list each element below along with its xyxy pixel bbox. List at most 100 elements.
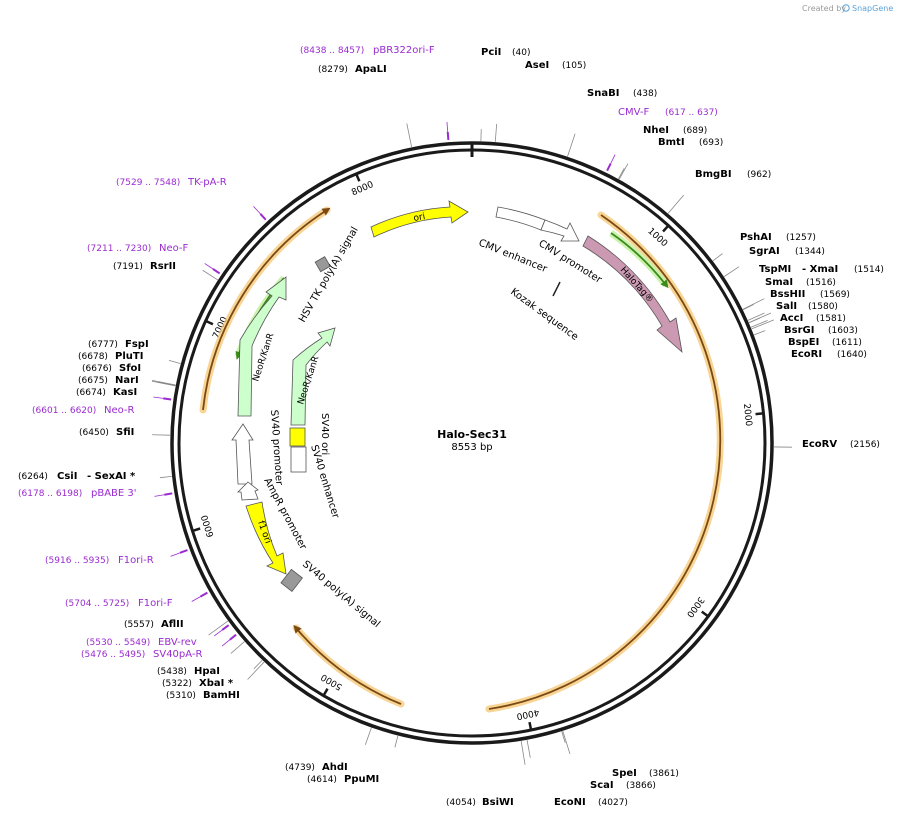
site-leader bbox=[159, 475, 172, 479]
site-pcii[interactable]: PciI(40) bbox=[481, 47, 530, 58]
svg-text:KasI: KasI bbox=[113, 387, 137, 398]
scale-label-4000: 4000 bbox=[515, 706, 540, 720]
primer-pbabe3[interactable]: (6178 .. 6198)pBABE 3' bbox=[18, 488, 137, 499]
svg-text:(962): (962) bbox=[747, 170, 771, 180]
site-kasi[interactable]: (6674)KasI bbox=[76, 387, 137, 398]
site-bmti[interactable]: BmtI(693) bbox=[658, 137, 723, 148]
feature-hsv-tk-polya[interactable] bbox=[314, 256, 331, 273]
site-bspei[interactable]: BspEI(1611) bbox=[788, 337, 862, 348]
svg-text:- XmaI: - XmaI bbox=[802, 264, 838, 275]
svg-text:SnaBI: SnaBI bbox=[587, 88, 619, 99]
site-leader bbox=[753, 330, 766, 336]
site-ecorv[interactable]: EcoRV(2156) bbox=[802, 439, 880, 450]
svg-text:(617 .. 637): (617 .. 637) bbox=[665, 108, 718, 118]
feature-neor-kanr-outer[interactable] bbox=[237, 276, 287, 417]
feature-cmv-enhancer[interactable] bbox=[495, 206, 546, 231]
primer-neo-r[interactable]: (6601 .. 6620)Neo-R bbox=[32, 405, 135, 416]
primer-neo-f[interactable]: (7211 .. 7230)Neo-F bbox=[87, 243, 189, 254]
primer-pbr322ori-f[interactable]: (8438 .. 8457)pBR322ori-F bbox=[300, 45, 435, 56]
site-csii[interactable]: (6264)CsiI- SexAI * bbox=[18, 471, 136, 482]
primer-mark bbox=[606, 163, 612, 172]
feature-sv40-ori[interactable] bbox=[289, 427, 306, 447]
site-nhei[interactable]: NheI(689) bbox=[643, 125, 707, 136]
site-tspmi[interactable]: TspMI- XmaI(1514) bbox=[759, 264, 884, 275]
svg-text:F1ori-R: F1ori-R bbox=[118, 555, 154, 566]
site-apali[interactable]: (8279)ApaLI bbox=[318, 64, 387, 75]
svg-text:(5704 .. 5725): (5704 .. 5725) bbox=[65, 599, 129, 609]
primer-f1ori-r[interactable]: (5916 .. 5935)F1ori-R bbox=[45, 555, 154, 566]
primer-sv40pa-r[interactable]: (5476 .. 5495)SV40pA-R bbox=[81, 649, 202, 660]
site-pluti[interactable]: (6678)PluTI bbox=[78, 351, 143, 362]
site-rsrii[interactable]: (7191)RsrII bbox=[113, 261, 176, 272]
primer-f1ori-f[interactable]: (5704 .. 5725)F1ori-F bbox=[65, 598, 173, 609]
site-sfoi[interactable]: (6676)SfoI bbox=[82, 363, 141, 374]
svg-text:(40): (40) bbox=[512, 48, 530, 58]
svg-text:AccI: AccI bbox=[780, 313, 803, 324]
site-leader bbox=[247, 661, 265, 680]
svg-text:(8438 .. 8457): (8438 .. 8457) bbox=[300, 46, 364, 56]
site-bmgbi[interactable]: BmgBI(962) bbox=[695, 169, 771, 180]
site-leader bbox=[750, 320, 768, 328]
site-ecori[interactable]: EcoRI(1640) bbox=[791, 349, 867, 360]
site-scai[interactable]: ScaI(3866) bbox=[590, 780, 656, 791]
svg-text:(6676): (6676) bbox=[82, 364, 112, 374]
svg-text:(689): (689) bbox=[683, 126, 707, 136]
site-leader bbox=[494, 123, 498, 142]
feature-cmv-promoter[interactable] bbox=[540, 219, 580, 242]
site-leader bbox=[526, 739, 531, 758]
watermark-prefix: Created by bbox=[802, 4, 846, 13]
svg-text:(5310): (5310) bbox=[166, 691, 196, 701]
feature-sv40-enhancer[interactable] bbox=[290, 446, 307, 473]
site-bsiwi[interactable]: (4054)BsiWI bbox=[446, 797, 514, 808]
site-leader bbox=[230, 641, 245, 654]
site-leader bbox=[567, 133, 576, 157]
primer-cmv-f[interactable]: CMV-F(617 .. 637) bbox=[618, 107, 718, 118]
site-nari[interactable]: (6675)NarI bbox=[78, 375, 139, 386]
svg-text:pBABE 3': pBABE 3' bbox=[91, 488, 137, 499]
feature-sv40-polya[interactable] bbox=[280, 568, 304, 592]
site-sali[interactable]: SalI(1580) bbox=[776, 301, 838, 312]
primer-leader bbox=[191, 596, 201, 602]
primer-ebv-rev[interactable]: (5530 .. 5549)EBV-rev bbox=[86, 637, 197, 648]
site-acci[interactable]: AccI(1581) bbox=[780, 313, 846, 324]
svg-text:SpeI: SpeI bbox=[612, 768, 637, 779]
site-leader bbox=[394, 735, 399, 748]
restriction-site-labels: PciI(40) AseI(105) SnaBI(438) NheI(689) … bbox=[18, 47, 884, 808]
site-hpai[interactable]: (5438)HpaI bbox=[157, 666, 220, 677]
primer-mark bbox=[163, 397, 172, 401]
site-leader bbox=[168, 360, 181, 364]
svg-text:XbaI *: XbaI * bbox=[199, 678, 234, 689]
site-bamhi[interactable]: (5310)BamHI bbox=[166, 690, 240, 701]
site-sfii[interactable]: (6450)SfiI bbox=[79, 427, 134, 438]
site-bsrgi[interactable]: BsrGI(1603) bbox=[784, 325, 858, 336]
svg-text:- SexAI *: - SexAI * bbox=[87, 471, 136, 482]
site-fspi[interactable]: (6777)FspI bbox=[88, 339, 149, 350]
site-spei[interactable]: SpeI(3861) bbox=[612, 768, 679, 779]
svg-text:BspEI: BspEI bbox=[788, 337, 819, 348]
site-xbai[interactable]: (5322)XbaI * bbox=[162, 678, 234, 689]
feature-ori[interactable] bbox=[370, 200, 469, 238]
site-ppumi[interactable]: (4614)PpuMI bbox=[307, 774, 379, 785]
site-econi[interactable]: EcoNI(4027) bbox=[554, 797, 628, 808]
primer-tk-pa-r[interactable]: (7529 .. 7548)TK-pA-R bbox=[116, 177, 227, 188]
site-leader bbox=[562, 730, 571, 755]
site-pshai[interactable]: PshAI(1257) bbox=[740, 232, 816, 243]
site-snabi[interactable]: SnaBI(438) bbox=[587, 88, 657, 99]
svg-text:(5557): (5557) bbox=[124, 620, 154, 630]
watermark-brand: SnapGene bbox=[852, 4, 893, 13]
feature-ampr-promoter[interactable] bbox=[237, 481, 259, 501]
primer-labels: (8438 .. 8457)pBR322ori-F CMV-F(617 .. 6… bbox=[18, 45, 718, 660]
site-sgrai[interactable]: SgrAI(1344) bbox=[749, 246, 825, 257]
svg-text:TspMI: TspMI bbox=[759, 264, 791, 275]
site-smai[interactable]: SmaI(1516) bbox=[765, 277, 836, 288]
feature-neor-kanr-inner[interactable] bbox=[290, 327, 336, 426]
plasmid-length: 8553 bp bbox=[451, 442, 492, 453]
site-bsshii[interactable]: BssHII(1569) bbox=[770, 289, 850, 300]
feature-f1-ori[interactable] bbox=[245, 501, 287, 575]
site-aflii[interactable]: (5557)AflII bbox=[124, 619, 184, 630]
site-asei[interactable]: AseI(105) bbox=[525, 60, 586, 71]
feature-sv40-promoter[interactable] bbox=[231, 423, 254, 485]
feature-halotag[interactable] bbox=[582, 235, 683, 354]
site-ahdi[interactable]: (4739)AhdI bbox=[285, 762, 348, 773]
svg-text:(8279): (8279) bbox=[318, 65, 348, 75]
